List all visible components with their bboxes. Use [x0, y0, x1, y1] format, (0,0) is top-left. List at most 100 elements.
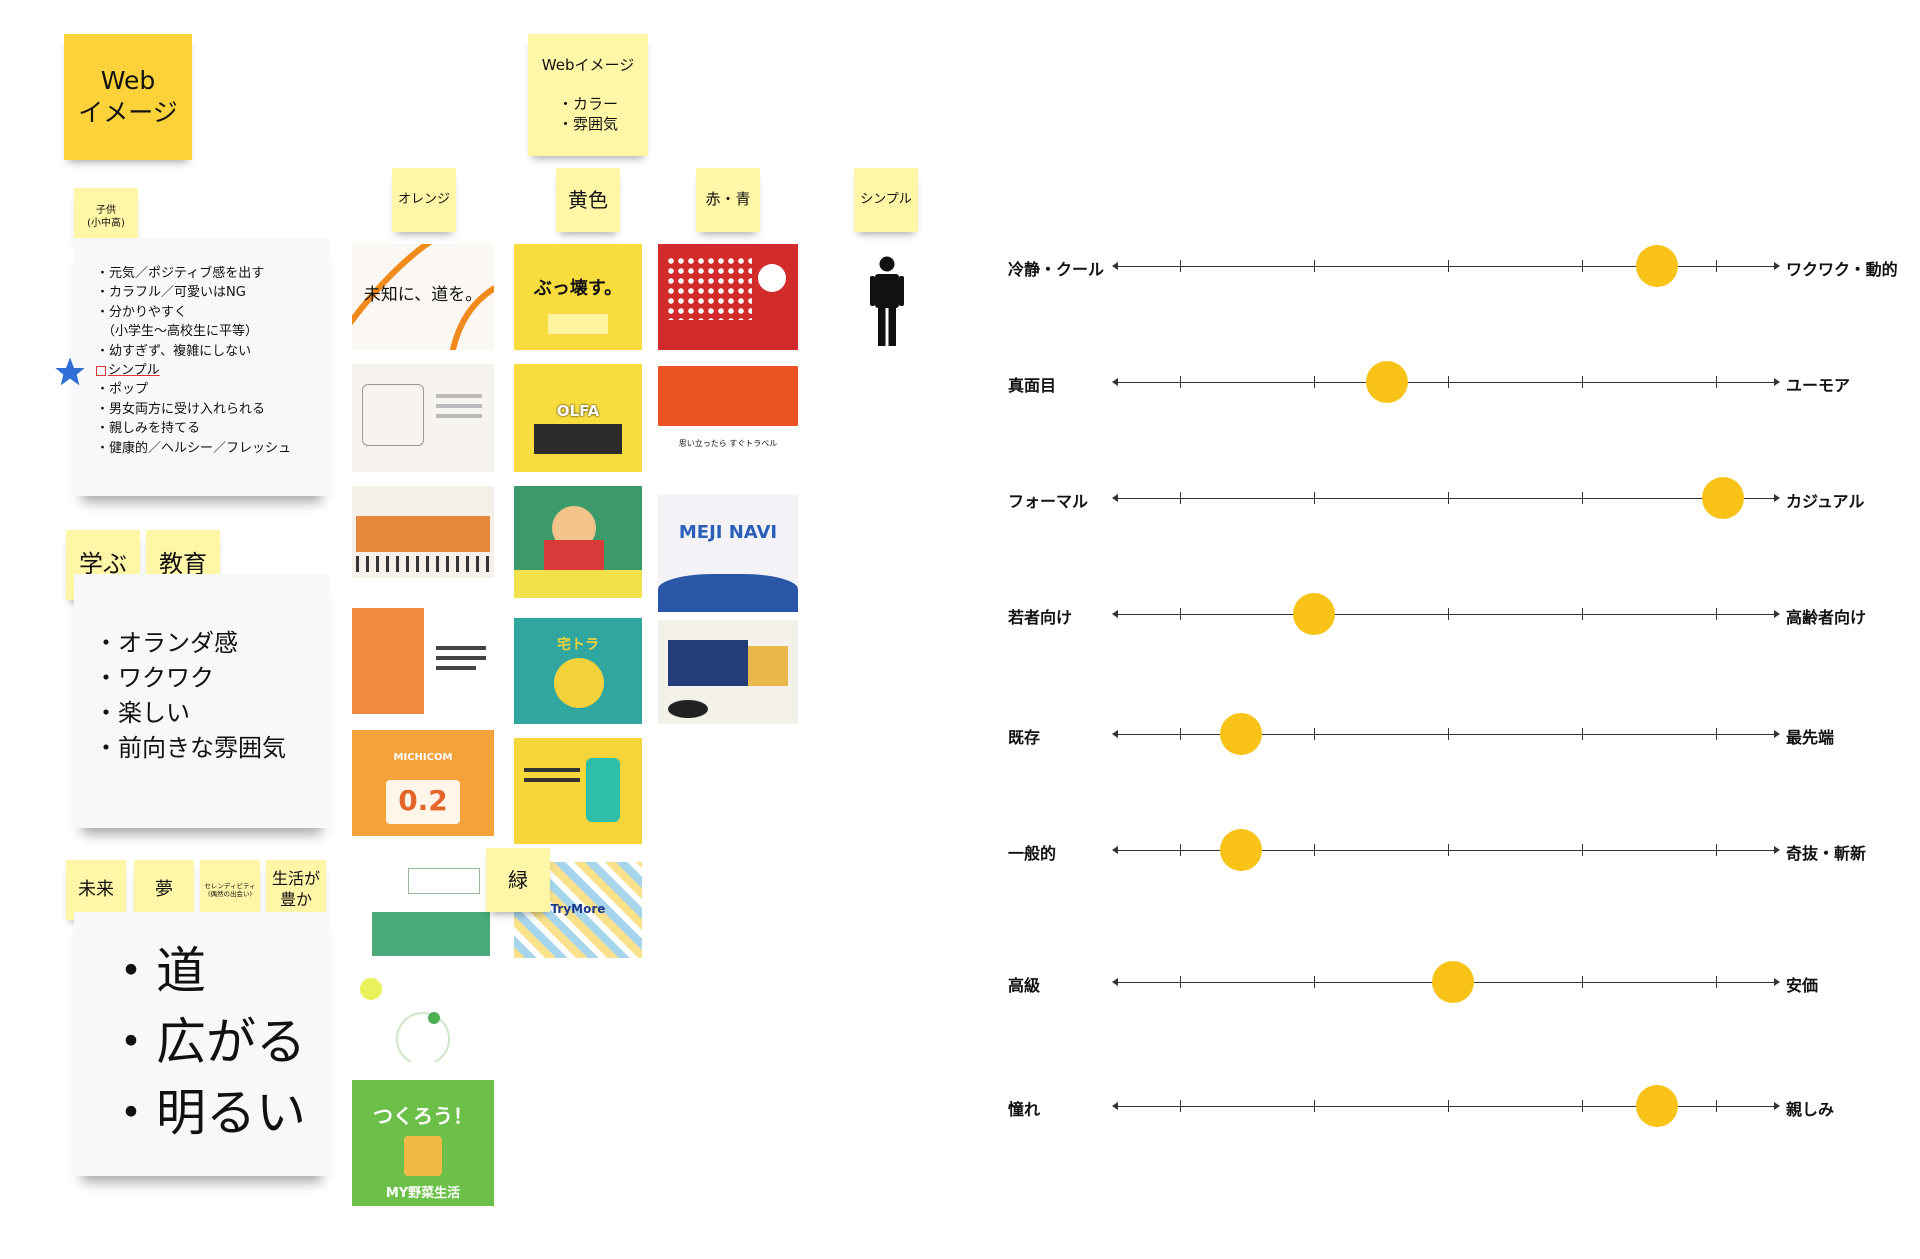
slider-tick	[1180, 492, 1181, 504]
yellow-site-thumb-2[interactable]: OLFA	[514, 364, 642, 472]
learn-notes-card[interactable]: ・オランダ感 ・ワクワク ・楽しい ・前向きな雰囲気	[74, 574, 330, 828]
future-notes-card[interactable]: ・道 ・広がる ・明るい	[74, 912, 330, 1176]
slider-tick	[1448, 844, 1449, 856]
slider-tick	[1716, 976, 1717, 988]
simple-header-sticky[interactable]: シンプル	[854, 168, 918, 232]
child-notes-card[interactable]: ・元気／ポジティブ感を出す ・カラフル／可愛いはNG ・分かりやすく （小学生〜…	[74, 238, 330, 496]
yellow-header-sticky[interactable]: 黄色	[556, 168, 620, 232]
slider-left-label: フォーマル	[1008, 492, 1089, 511]
arrow-right-icon	[1774, 378, 1780, 386]
slider-tick	[1314, 492, 1315, 504]
slider-tick	[1448, 728, 1449, 740]
orange-header-sticky[interactable]: オレンジ	[392, 168, 456, 232]
star-icon	[55, 357, 85, 386]
yellow-site-thumb-1[interactable]: ぶっ壊す。	[514, 244, 642, 350]
slider-handle[interactable]	[1636, 245, 1679, 287]
slider-tick	[1314, 844, 1315, 856]
thumb-subtitle: MY野菜生活	[385, 1186, 461, 1201]
arrow-left-icon	[1112, 846, 1118, 854]
slider-tick	[1582, 976, 1583, 988]
yellow-site-thumb-3[interactable]	[514, 486, 642, 598]
thumb-title: MICHICOM	[393, 752, 453, 763]
slider-tick	[1716, 844, 1717, 856]
blue-site-thumb-4[interactable]	[658, 620, 798, 724]
thumb-title: ぶっ壊す。	[533, 278, 623, 299]
slider-handle[interactable]	[1636, 1085, 1679, 1127]
future-item: ・明るい	[106, 1084, 306, 1142]
arrow-right-icon	[1774, 494, 1780, 502]
future-sticky[interactable]: 未来	[66, 860, 126, 920]
slider-handle[interactable]	[1220, 829, 1263, 871]
slider-handle[interactable]	[1220, 713, 1263, 755]
redblue-header-sticky[interactable]: 赤・青	[696, 168, 760, 232]
slider-left-label: 憧れ	[1008, 1100, 1041, 1119]
thumb-title: 未知に、道を。	[363, 285, 483, 305]
web-image-color-sticky[interactable]: Webイメージ ・カラー ・雰囲気	[528, 34, 648, 156]
slider-tick	[1314, 376, 1315, 388]
slider-track	[1116, 266, 1776, 267]
yellow-site-thumb-5[interactable]	[514, 738, 642, 844]
child-item: ・健康的／ヘルシー／フレッシュ	[96, 440, 292, 456]
slider-tick	[1180, 844, 1181, 856]
slider-tick	[1180, 976, 1181, 988]
slider-left-label: 一般的	[1008, 844, 1057, 863]
red-site-thumb-2[interactable]: 思い立ったら すぐトラベル	[658, 354, 798, 480]
slider-handle[interactable]	[1293, 593, 1335, 635]
slider-tick	[1582, 728, 1583, 740]
dream-sticky[interactable]: 夢	[134, 860, 194, 920]
slider-tick	[1180, 728, 1181, 740]
slider-handle[interactable]	[1365, 361, 1408, 403]
slider-left-label: 高級	[1008, 976, 1041, 995]
slider-right-label: 高齢者向け	[1786, 608, 1867, 627]
orange-site-thumb-3[interactable]	[352, 486, 494, 578]
orange-site-thumb-6[interactable]	[352, 856, 494, 960]
red-site-thumb-1[interactable]	[658, 244, 798, 350]
arrow-left-icon	[1112, 494, 1118, 502]
slider-tick	[1716, 376, 1717, 388]
slider-tick	[1448, 492, 1449, 504]
green-header-sticky[interactable]: 緑	[486, 848, 550, 912]
slider-right-label: 最先端	[1786, 728, 1835, 747]
learn-item: ・オランダ感	[94, 629, 238, 657]
web-image-title-sticky[interactable]: Web イメージ	[64, 34, 192, 160]
slider-right-label: ユーモア	[1786, 376, 1851, 395]
orange-site-thumb-2[interactable]	[352, 364, 494, 472]
person-icon	[870, 256, 904, 346]
child-item: ・カラフル／可愛いはNG	[96, 285, 246, 301]
arrow-left-icon	[1112, 262, 1118, 270]
child-sticky[interactable]: 子供 (小中高)	[74, 188, 138, 246]
slider-track	[1116, 614, 1776, 615]
child-item: （小学生〜高校生に平等）	[102, 324, 259, 340]
yellow-site-thumb-4[interactable]: 宅トラ	[514, 618, 642, 724]
slider-track	[1116, 1106, 1776, 1107]
slider-tick	[1582, 1100, 1583, 1112]
arrow-right-icon	[1774, 610, 1780, 618]
slider-tick	[1448, 1100, 1449, 1112]
slider-track	[1116, 850, 1776, 851]
orange-site-thumb-8[interactable]: つくろう！ MY野菜生活	[352, 1080, 494, 1206]
slider-right-label: 奇抜・斬新	[1786, 844, 1867, 863]
blue-site-thumb-3[interactable]: MEJI NAVI	[658, 494, 798, 612]
slider-handle[interactable]	[1702, 477, 1745, 519]
arrow-left-icon	[1112, 978, 1118, 986]
slider-right-label: ワクワク・動的	[1786, 260, 1898, 279]
orange-site-thumb-4[interactable]	[352, 608, 494, 714]
arrow-right-icon	[1774, 978, 1780, 986]
slider-tick	[1582, 608, 1583, 620]
slider-right-label: 安価	[1786, 976, 1819, 995]
slider-tick	[1716, 260, 1717, 272]
arrow-right-icon	[1774, 846, 1780, 854]
slider-tick	[1716, 608, 1717, 620]
slider-handle[interactable]	[1431, 961, 1474, 1003]
orange-site-thumb-7[interactable]	[352, 972, 494, 1062]
future-item: ・広がる	[106, 1013, 306, 1071]
slider-tick	[1314, 1100, 1315, 1112]
slider-track	[1116, 382, 1776, 383]
orange-site-thumb-5[interactable]: MICHICOM 0.2	[352, 730, 494, 836]
orange-site-thumb-1[interactable]: 未知に、道を。	[352, 244, 494, 350]
child-item: ・親しみを持てる	[96, 421, 201, 437]
rich-life-sticky[interactable]: 生活が 豊か	[266, 860, 326, 920]
slider-tick	[1180, 376, 1181, 388]
serendipity-sticky[interactable]: セレンディピティ (偶然の出会い)	[200, 860, 260, 920]
child-item: ・分かりやすく	[96, 304, 188, 320]
